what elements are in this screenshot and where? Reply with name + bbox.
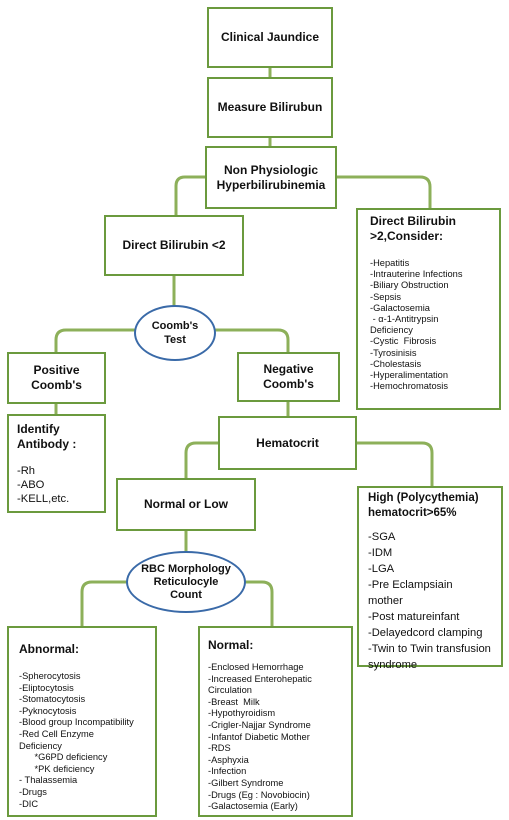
measure-bilirubin-label: Measure Bilirubun (217, 100, 323, 114)
list-item: -ABO (17, 479, 45, 491)
list-item: -Galactosemia (370, 302, 430, 313)
connector-hematocrit-right (355, 441, 434, 488)
direct-bilirubin-lt2-node: Direct Bilirubin <2 (104, 215, 244, 276)
list-item: -Drugs (19, 786, 47, 797)
list-item: -Post matureinfant (368, 611, 460, 623)
list-item: -Breast Milk (208, 696, 260, 707)
list-item: -Twin to Twin transfusion (368, 643, 491, 655)
list-item: -Gilbert Syndrome (208, 777, 284, 788)
list-item: -LGA (368, 563, 395, 575)
high-polycythemia-title: High (Polycythemia) hematocrit>65% (368, 492, 479, 519)
measure-bilirubin-node: Measure Bilirubun (207, 77, 333, 138)
rbc-morphology-label: RBC Morphology Reticulocyle Count (141, 562, 231, 601)
direct-bilirubin-gt2-node: Direct Bilirubin >2,Consider: -Hepatitis… (356, 208, 501, 410)
list-item: - Thalassemia (19, 775, 78, 786)
high-polycythemia-list: -SGA -IDM -LGA -Pre Eclampsiain mother -Post … (368, 529, 501, 673)
list-item: mother (368, 595, 403, 607)
non-physiologic-label: Non Physiologic Hyperbilirubinemia (216, 162, 326, 192)
list-item: -Red Cell Enzyme (19, 728, 94, 739)
list-item: -Intrauterine Infections (370, 269, 463, 280)
list-item: - α-1-Antitrypsin (370, 314, 439, 325)
direct-bilirubin-gt2-title: Direct Bilirubin >2,Consider: (370, 214, 457, 243)
connector-rbc-left (80, 580, 128, 628)
list-item: -Cystic Fibrosis (370, 336, 437, 347)
list-item: -Rh (17, 465, 36, 477)
list-item: -Eliptocytosis (19, 682, 74, 693)
connector-hematocrit-left (184, 441, 220, 480)
direct-bilirubin-gt2-list: -Hepatitis-Intrauterine Infections-Bilia… (370, 258, 499, 392)
list-item: *PK deficiency (19, 763, 95, 774)
list-item: Deficiency (370, 325, 413, 336)
list-item: -Hemochromatosis (370, 381, 449, 392)
list-item: syndrome (368, 659, 418, 671)
normal-list: -Enclosed Hemorrhage-Increased Enterohep… (208, 662, 351, 813)
connector-nonphysio-right (335, 175, 432, 210)
abnormal-list: -Spherocytosis-Eliptocytosis-Stomatocyto… (19, 671, 155, 810)
clinical-jaundice-label: Clinical Jaundice (220, 30, 320, 44)
identify-antibody-list: -Rh -ABO -KELL,etc. (17, 464, 104, 506)
high-polycythemia-node: High (Polycythemia) hematocrit>65% -SGA-… (357, 486, 503, 671)
normal-node: Normal: -Enclosed Hemorrhage-Increased E… (198, 626, 353, 817)
list-item: Deficiency (19, 740, 62, 751)
hematocrit-node: Hematocrit (218, 416, 357, 470)
abnormal-node: Abnormal: -Spherocytosis-Eliptocytosis-S… (7, 626, 157, 817)
list-item: -Infantof Diabetic Mother (208, 731, 310, 742)
list-item: -Sepsis (370, 291, 402, 302)
list-item: -Hyperalimentation (370, 370, 449, 381)
list-item: -Pyknocytosis (19, 705, 77, 716)
coombs-test-oval: Coomb's Test (134, 305, 216, 361)
normal-or-low-label: Normal or Low (143, 497, 228, 511)
list-item: -Crigler-Najjar Syndrome (208, 719, 311, 730)
normal-or-low-node: Normal or Low (116, 478, 256, 531)
list-item: -Blood group Incompatibility (19, 717, 134, 728)
list-item: -IDM (368, 547, 393, 559)
connector-rbc-right (244, 580, 274, 628)
list-item: -Hepatitis (370, 258, 410, 268)
list-item: *G6PD deficiency (19, 752, 108, 763)
connector-nonphysio-left (174, 175, 207, 217)
list-item: -Pre Eclampsiain (368, 579, 453, 591)
identify-antibody-node: Identify Antibody : -Rh -ABO -KELL,etc. (7, 414, 106, 513)
connector-coombs-right (214, 328, 290, 354)
list-item: -Spherocytosis (19, 671, 81, 681)
list-item: -Biliary Obstruction (370, 280, 449, 291)
list-item: -RDS (208, 743, 231, 754)
coombs-test-label: Coomb's Test (151, 320, 199, 346)
negative-coombs-label: Negative Coomb's (263, 362, 314, 391)
direct-bilirubin-lt2-label: Direct Bilirubin <2 (122, 238, 226, 252)
positive-coombs-label: Positive Coomb's (31, 363, 82, 392)
non-physiologic-node: Non Physiologic Hyperbilirubinemia (205, 146, 337, 209)
list-item: -Increased Enterohepatic (208, 673, 312, 684)
hematocrit-label: Hematocrit (256, 435, 319, 450)
list-item: -Delayedcord clamping (368, 627, 483, 639)
list-item: Circulation (208, 685, 252, 696)
list-item: -Hypothyroidism (208, 708, 276, 719)
positive-coombs-node: Positive Coomb's (7, 352, 106, 404)
list-item: -Tyrosinisis (370, 347, 417, 358)
list-item: -KELL,etc. (17, 493, 70, 505)
list-item: -Asphyxia (208, 754, 249, 765)
list-item: -Cholestasis (370, 358, 422, 369)
clinical-jaundice-node: Clinical Jaundice (207, 7, 333, 68)
list-item: -Enclosed Hemorrhage (208, 662, 304, 672)
list-item: -Galactosemia (Early) (208, 801, 298, 812)
list-item: -Drugs (Eg : Novobiocin) (208, 789, 310, 800)
list-item: -Infection (208, 766, 247, 777)
list-item: -DIC (19, 798, 39, 809)
list-item: -Stomatocytosis (19, 694, 86, 705)
identify-antibody-title: Identify Antibody : (17, 422, 77, 451)
abnormal-title: Abnormal: (19, 642, 79, 656)
rbc-morphology-oval: RBC Morphology Reticulocyle Count (126, 551, 246, 613)
connector-coombs-left (54, 328, 136, 354)
list-item: -SGA (368, 531, 396, 543)
normal-title: Normal: (208, 638, 254, 652)
negative-coombs-node: Negative Coomb's (237, 352, 340, 402)
